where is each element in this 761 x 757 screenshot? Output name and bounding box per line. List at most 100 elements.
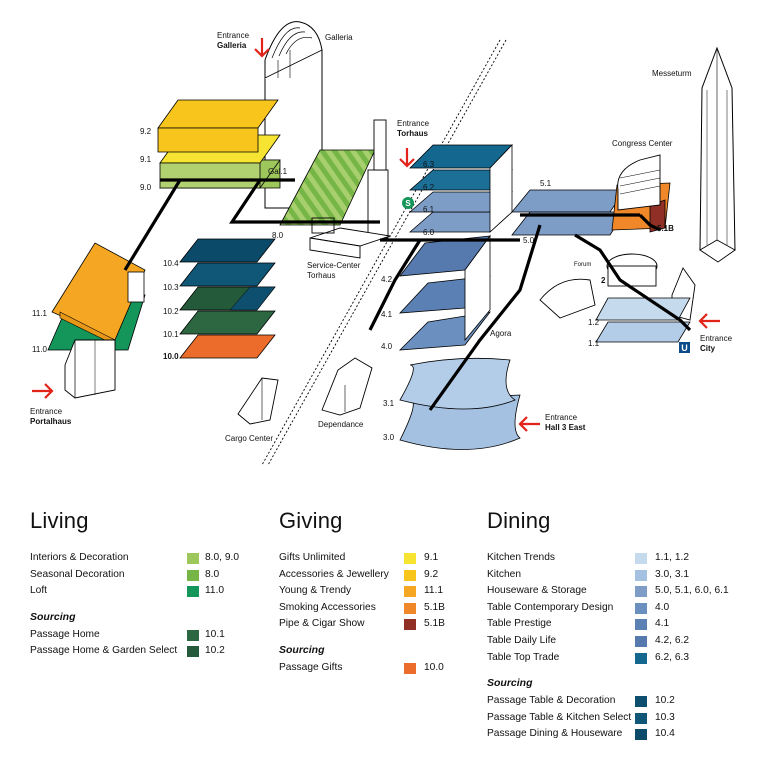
legend-item-name: Passage Home bbox=[30, 628, 100, 640]
forum-label: Forum bbox=[574, 262, 591, 268]
legend-item-name: Kitchen Trends bbox=[487, 552, 555, 563]
color-swatch bbox=[404, 602, 416, 614]
legend-item-name: Smoking Accessories bbox=[279, 601, 376, 613]
legend-item-halls: 1.1, 1.2 bbox=[655, 552, 689, 563]
sourcing-heading: Sourcing bbox=[30, 610, 76, 623]
entrance-labels: Entrance Galleria Entrance Torhaus Entra… bbox=[30, 31, 733, 432]
s-bahn-icon: S bbox=[402, 197, 414, 209]
legend-item-name: Table Contemporary Design bbox=[487, 601, 614, 613]
legend-row: Kitchen Trends 1.1, 1.2 bbox=[487, 552, 752, 569]
legend-row: Seasonal Decoration 8.0 bbox=[30, 569, 270, 586]
arrow-galleria-icon bbox=[254, 38, 270, 58]
hall-label: 8.0 bbox=[272, 231, 284, 240]
legend-row: Passage Home & Garden Select 10.2 bbox=[30, 645, 270, 662]
hall-1-stack bbox=[595, 297, 691, 343]
legend-item-name: Passage Table & Decoration bbox=[487, 695, 616, 707]
hall-label: 9.2 bbox=[140, 127, 152, 136]
legend-item-name: Passage Gifts bbox=[279, 661, 343, 673]
legend-item-halls: 3.0, 3.1 bbox=[655, 568, 689, 580]
cargo-center-label: Cargo Center bbox=[225, 434, 273, 443]
legend-item-name: Passage Dining & Houseware bbox=[487, 728, 623, 740]
agora-label: Agora bbox=[490, 329, 512, 338]
galleria-label: Galleria bbox=[325, 33, 353, 42]
hall-10-stack bbox=[179, 238, 276, 359]
legend-item-halls: 9.2 bbox=[424, 568, 439, 580]
entrance-galleria-label-2: Galleria bbox=[217, 41, 247, 50]
sourcing-heading: Sourcing bbox=[279, 643, 325, 656]
legend-row: Young & Trendy 11.1 bbox=[279, 585, 479, 602]
legend-title: Living bbox=[30, 508, 89, 533]
hall-label: 10.3 bbox=[163, 283, 179, 292]
messeturm-building bbox=[699, 46, 736, 263]
legend-row: Table Top Trade 6.2, 6.3 bbox=[487, 652, 752, 669]
legend-row: Loft 11.0 bbox=[30, 585, 270, 602]
hall-label: 2 bbox=[601, 276, 606, 285]
color-swatch bbox=[635, 553, 647, 564]
hall-label: 6.0 bbox=[423, 228, 435, 237]
legend-item-halls: 4.0 bbox=[655, 601, 670, 613]
cargo-center-building bbox=[237, 377, 279, 425]
legend-giving: Giving Gifts Unlimited 9.1 Accessories &… bbox=[279, 508, 479, 679]
color-swatch bbox=[635, 696, 647, 708]
color-swatch bbox=[635, 635, 647, 647]
legend-item-halls: 11.1 bbox=[424, 585, 444, 597]
legend-item-name: Interiors & Decoration bbox=[30, 552, 129, 563]
hall-label: 11.0 bbox=[32, 345, 48, 354]
color-swatch bbox=[635, 602, 647, 614]
hall-label: 5.1B bbox=[657, 224, 674, 233]
dependance-building bbox=[321, 357, 373, 416]
color-swatch bbox=[187, 586, 199, 598]
legend-row: Passage Table & Decoration 10.2 bbox=[487, 695, 752, 712]
legend-row: Passage Gifts 10.0 bbox=[279, 662, 479, 679]
legend-item-halls: 8.0, 9.0 bbox=[205, 552, 239, 563]
hall-9-stack bbox=[157, 99, 281, 189]
hall-label: 5.1 bbox=[540, 179, 552, 188]
legend-item-halls: 6.2, 6.3 bbox=[655, 651, 689, 663]
u-bahn-icon: U bbox=[679, 342, 690, 353]
hall-label: 6.1 bbox=[423, 205, 435, 214]
color-swatch bbox=[404, 662, 416, 674]
legend-item-name: Table Top Trade bbox=[487, 651, 560, 663]
arrow-torhaus-icon bbox=[399, 148, 415, 168]
fairground-map: S U Entrance Galleria Entrance Torhaus E… bbox=[30, 21, 736, 466]
hall-label: 4.1 bbox=[381, 310, 393, 319]
legend-row: Passage Table & Kitchen Select 10.3 bbox=[487, 712, 752, 729]
hall-label: 10.1 bbox=[163, 330, 179, 339]
service-center-torhaus-label: Torhaus bbox=[307, 271, 335, 280]
legend-title: Giving bbox=[279, 508, 343, 533]
legend-title: Dining bbox=[487, 508, 551, 533]
dependance-label: Dependance bbox=[318, 420, 364, 429]
legend-item-halls: 10.4 bbox=[655, 728, 675, 740]
walkways bbox=[123, 178, 692, 411]
legend-item-halls: 4.2, 6.2 bbox=[655, 634, 689, 646]
legend-item-halls: 11.0 bbox=[205, 585, 225, 597]
legend-row: Table Prestige 4.1 bbox=[487, 618, 752, 635]
legend-row: Pipe & Cigar Show 5.1B bbox=[279, 618, 479, 635]
color-swatch bbox=[635, 569, 647, 581]
service-center-label: Service-Center bbox=[307, 261, 361, 270]
hall-label: 6.2 bbox=[423, 183, 435, 192]
color-swatch bbox=[404, 586, 416, 598]
svg-text:S: S bbox=[405, 199, 411, 208]
legend-item-halls: 10.3 bbox=[655, 711, 675, 723]
legend-item-halls: 8.0 bbox=[205, 568, 220, 580]
legend-item-name: Table Daily Life bbox=[487, 634, 557, 646]
legend-row: Kitchen 3.0, 3.1 bbox=[487, 569, 752, 586]
hall-label: 11.1 bbox=[32, 309, 48, 318]
entrance-arrows bbox=[32, 38, 720, 432]
legend-item-name: Pipe & Cigar Show bbox=[279, 618, 365, 630]
color-swatch bbox=[404, 553, 416, 564]
color-swatch bbox=[635, 712, 647, 724]
hall-label: 10.0 bbox=[163, 352, 179, 361]
legend-item-halls: 10.2 bbox=[655, 695, 675, 707]
legend-row: Passage Dining & Houseware 10.4 bbox=[487, 728, 752, 745]
legend-row: Table Daily Life 4.2, 6.2 bbox=[487, 635, 752, 652]
color-swatch bbox=[187, 629, 199, 641]
legend-row: Passage Home 10.1 bbox=[30, 629, 270, 646]
legend-row: Smoking Accessories 5.1B bbox=[279, 602, 479, 619]
arrow-hall3east-icon bbox=[518, 416, 540, 432]
hall-label: 1.2 bbox=[588, 318, 600, 327]
legend-item-halls: 10.1 bbox=[205, 628, 225, 640]
hall-label: 1.1 bbox=[588, 339, 600, 348]
congress-center-label: Congress Center bbox=[612, 139, 673, 148]
